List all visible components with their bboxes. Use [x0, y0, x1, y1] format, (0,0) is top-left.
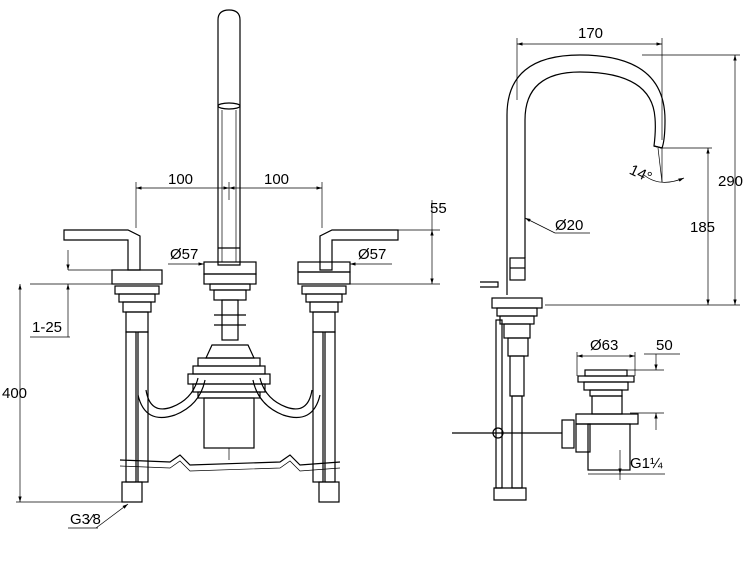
right-hose: [252, 379, 321, 419]
front-view: 100 100 Ø57 Ø57 55 1-25 400 G3⁄8: [2, 9, 447, 529]
dim-handle-height: 55: [430, 200, 447, 217]
dim-spout-height: 185: [690, 219, 715, 236]
dim-reach: 170: [578, 25, 603, 42]
dim-dia-left: Ø57: [170, 246, 198, 263]
dim-drain-thread: G1¼: [630, 455, 663, 472]
left-handle-valve: [63, 229, 163, 503]
dim-dia-right: Ø57: [358, 246, 386, 263]
drain-view: Ø63 50 G1¼: [575, 337, 680, 480]
dim-spout-dia: Ø20: [555, 217, 583, 234]
dim-height: 400: [2, 385, 27, 402]
left-hose: [137, 379, 206, 419]
dim-deck-range: 1-25: [32, 319, 62, 336]
side-view: 170 290 185 Ø20 14°: [452, 25, 743, 501]
dim-thread-front: G3⁄8: [70, 511, 101, 528]
dim-total-height: 290: [718, 173, 743, 190]
dim-spacing-right: 100: [264, 171, 289, 188]
dim-drain-dia: Ø63: [590, 337, 618, 354]
front-spout: [217, 9, 241, 266]
dim-spacing-left: 100: [168, 171, 193, 188]
right-handle-valve: [297, 229, 399, 503]
dim-angle: 14°: [627, 161, 655, 186]
dim-drain-height: 50: [656, 337, 673, 354]
